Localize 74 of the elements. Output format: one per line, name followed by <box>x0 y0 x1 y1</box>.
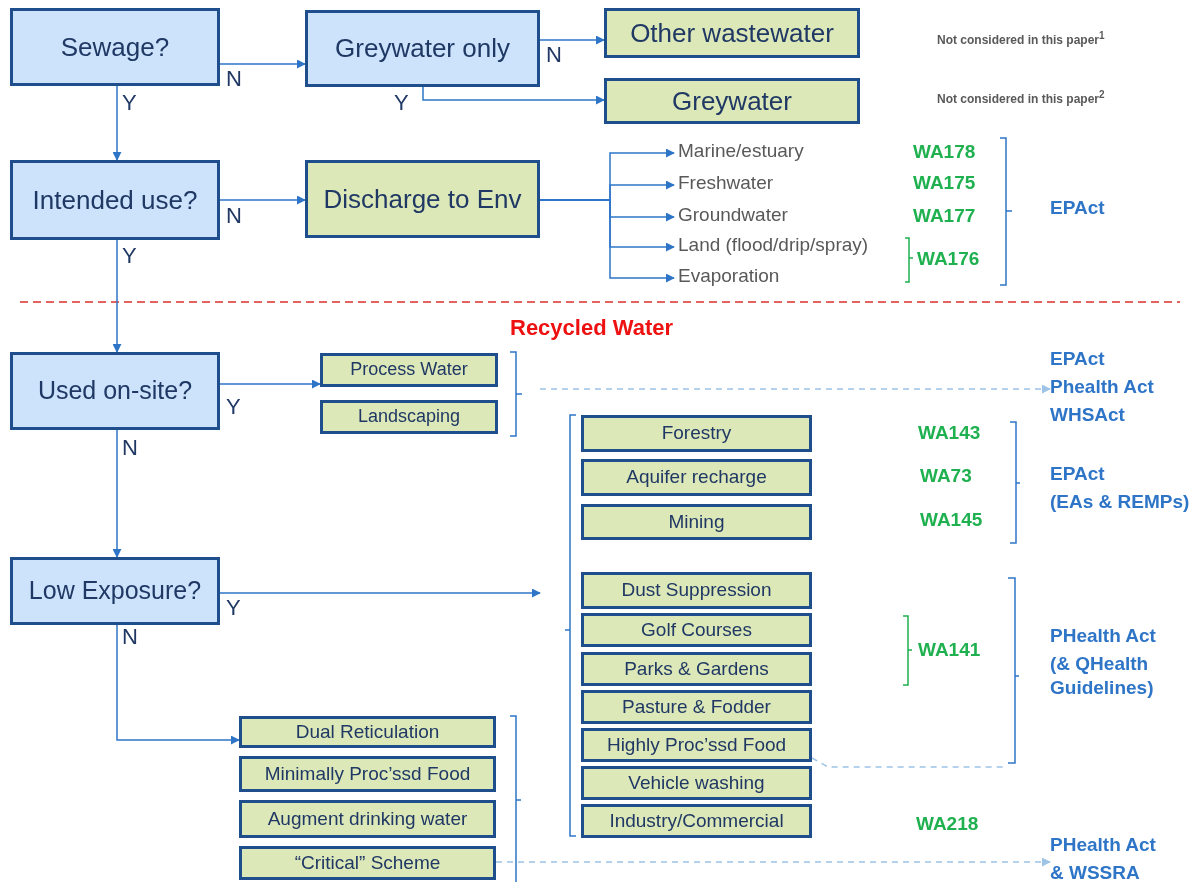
outlet-label: Groundwater <box>674 204 788 227</box>
legislation-text: & WSSRA <box>1050 861 1141 883</box>
regulation-code: WA176 <box>917 247 980 271</box>
legislation-text: WHSAct <box>1050 403 1126 427</box>
arrow <box>116 624 240 745</box>
edge-label: Y <box>394 92 409 114</box>
edge-label: Y <box>122 92 137 114</box>
outlet-label: Freshwater <box>674 172 774 195</box>
legislation-text: EPAct <box>1050 462 1105 486</box>
category-box: Mining <box>581 504 812 540</box>
arrow <box>422 86 605 105</box>
category-box: Process Water <box>320 353 498 387</box>
legislation-text: PHealth Act <box>1050 833 1156 857</box>
edge-label: N <box>226 68 242 90</box>
category-box: Dual Reticulation <box>239 716 496 748</box>
edge-label: N <box>122 437 138 459</box>
category-box: Landscaping <box>320 400 498 434</box>
category-box: Golf Courses <box>581 613 812 647</box>
category-box: Discharge to Env <box>305 160 540 238</box>
regulation-code: WA175 <box>913 171 976 195</box>
edge-label: N <box>546 44 562 66</box>
outlet-label: Land (flood/drip/spray) <box>674 234 869 257</box>
legislation-text: Phealth Act <box>1050 375 1154 399</box>
decision-box: Sewage? <box>10 8 220 86</box>
category-box: Parks & Gardens <box>581 652 812 686</box>
edge-label: Y <box>226 396 241 418</box>
category-box: Dust Suppression <box>581 572 812 609</box>
arrow <box>539 384 1051 394</box>
regulation-code: WA141 <box>918 638 981 662</box>
arrow <box>539 35 605 45</box>
category-box: Highly Proc’ssd Food <box>581 728 812 762</box>
regulation-code: WA218 <box>916 812 979 836</box>
note-text: Not considered in this paper$^{2}$ <box>937 89 1105 107</box>
edge-label: N <box>226 205 242 227</box>
decision-box: Intended use? <box>10 160 220 240</box>
arrow <box>219 195 306 205</box>
category-box: Vehicle washing <box>581 766 812 800</box>
arrow <box>219 379 321 389</box>
category-box: Augment drinking water <box>239 800 496 838</box>
legislation-text: (& QHealth Guidelines) <box>1050 652 1155 700</box>
regulation-code: WA178 <box>913 140 976 164</box>
decision-box: Greywater only <box>305 10 540 87</box>
regulation-code: WA143 <box>918 421 981 445</box>
legislation-text: EPAct <box>1050 196 1105 220</box>
regulation-code: WA73 <box>920 464 972 488</box>
decision-box: Used on-site? <box>10 352 220 430</box>
category-box: Other wastewater <box>604 8 860 58</box>
category-box: Aquifer recharge <box>581 459 812 496</box>
outlet-label: Evaporation <box>674 265 780 288</box>
section-title: Recycled Water <box>510 314 674 342</box>
category-box: Minimally Proc’ssd Food <box>239 756 496 792</box>
arrow <box>112 429 122 558</box>
arrow <box>539 199 675 283</box>
arrow <box>112 239 122 353</box>
edge-label: Y <box>122 245 137 267</box>
regulation-code: WA177 <box>913 204 976 228</box>
legislation-text: (EAs & REMPs) <box>1050 490 1190 514</box>
regulation-code: WA145 <box>920 508 983 532</box>
outlet-label: Marine/estuary <box>674 140 804 163</box>
note-text: Not considered in this paper$^{1}$ <box>937 30 1105 48</box>
arrow <box>112 85 122 161</box>
arrow <box>495 857 1051 867</box>
category-box: Pasture & Fodder <box>581 690 812 724</box>
edge-label: N <box>122 626 138 648</box>
category-box: Industry/Commercial <box>581 804 812 838</box>
category-box: “Critical” Scheme <box>239 846 496 880</box>
edge-label: Y <box>226 597 241 619</box>
category-box: Forestry <box>581 415 812 452</box>
arrow <box>219 588 541 598</box>
category-box: Greywater <box>604 78 860 124</box>
decision-box: Low Exposure? <box>10 557 220 625</box>
legislation-text: PHealth Act <box>1050 624 1156 648</box>
legislation-text: EPAct <box>1050 347 1106 371</box>
arrow <box>219 59 306 69</box>
